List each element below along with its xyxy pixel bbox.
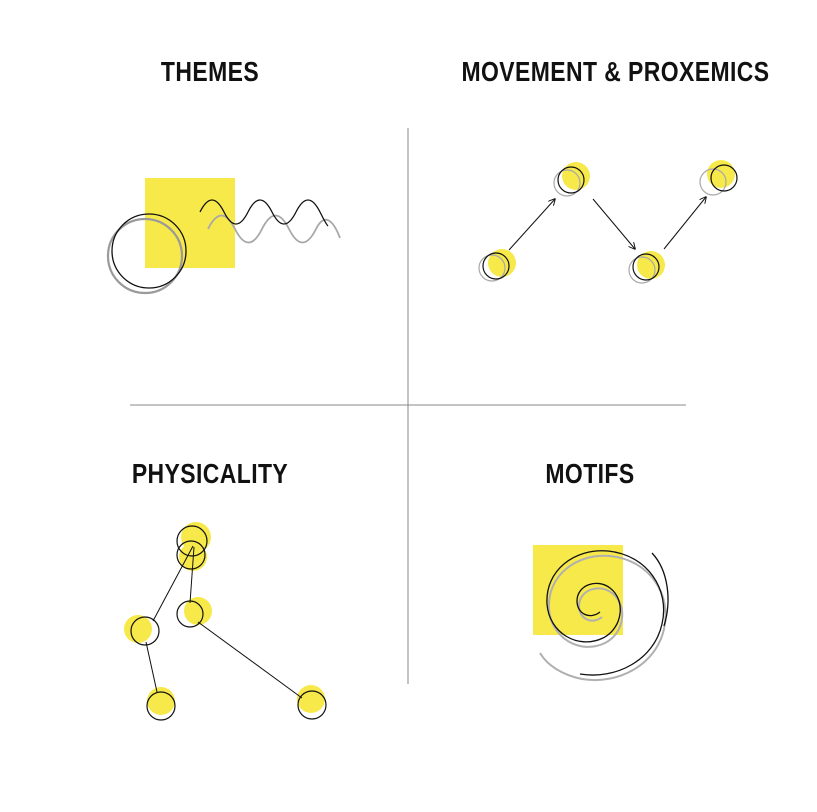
movement-node-1 xyxy=(478,249,516,282)
physicality-joints xyxy=(130,525,327,721)
themes-title: THEMES xyxy=(160,56,260,87)
physicality-icon xyxy=(124,522,327,721)
movement-node-3 xyxy=(628,251,665,284)
motifs-yellow-square xyxy=(533,545,623,635)
motifs-spiral-shadow xyxy=(539,554,667,681)
themes-yellow-square xyxy=(145,178,235,268)
movement-arrow-3 xyxy=(663,197,706,250)
motifs-icon xyxy=(533,545,669,681)
motifs-spiral xyxy=(546,550,665,676)
movement-icon xyxy=(478,160,738,284)
physicality-limbs xyxy=(145,545,303,699)
physicality-title: PHYSICALITY xyxy=(131,458,289,489)
themes-wave xyxy=(199,199,329,227)
themes-circle xyxy=(111,213,187,289)
motifs-spiral-tail xyxy=(651,552,669,627)
movement-arrow-1 xyxy=(508,199,555,251)
movement-arrow-2 xyxy=(592,198,635,249)
movement-proxemics-title: MOVEMENT & PROXEMICS xyxy=(461,56,770,87)
movement-node-4 xyxy=(699,160,738,196)
themes-circle-shadow xyxy=(106,217,184,295)
quadrant-dividers xyxy=(130,128,686,684)
motifs-title: MOTIFS xyxy=(545,458,635,489)
movement-node-2 xyxy=(553,162,590,197)
themes-icon xyxy=(106,178,341,295)
themes-wave-shadow xyxy=(207,214,341,244)
